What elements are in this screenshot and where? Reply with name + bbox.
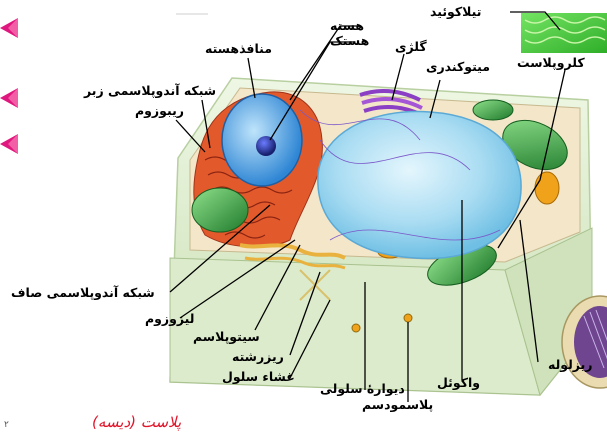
label-golgi: گلژی [395,40,427,54]
label-lysosome: لیزوزوم [145,312,194,326]
label-vacuole: واکوئل [437,376,480,390]
label-microtubule: ریزلوله [548,358,592,372]
thylakoid-inset [521,13,607,53]
label-mitochondria: میتوکندری [426,60,490,74]
label-thylakoid: تیلاکوئید [430,5,481,19]
label-cytoplasm: سیتوپلاسم [193,330,260,344]
label-nucleus: هسته [330,19,364,33]
label-plasmodesma: پلاسمودسم [362,398,433,412]
label-nuclear-pore: منافذهسته [205,42,272,56]
label-nucleolus: هستک [330,34,369,48]
label-ribosome: ریبوزوم [135,104,184,118]
label-cell-wall: دیوارهٔ سلولی [320,382,405,396]
label-smooth-er: شبکه آندوپلاسمی صاف [11,286,155,300]
page-number: ۲ [4,420,9,430]
label-microfilament: ریزرشته [232,350,284,364]
label-cell-membrane: غشاء سلول [222,370,295,384]
label-chloroplast: کلروپلاست [517,56,585,70]
caption: پلاست (دیسه) [92,413,181,431]
label-rough-er: شبکه آندوپلاسمی زبر [84,84,216,98]
